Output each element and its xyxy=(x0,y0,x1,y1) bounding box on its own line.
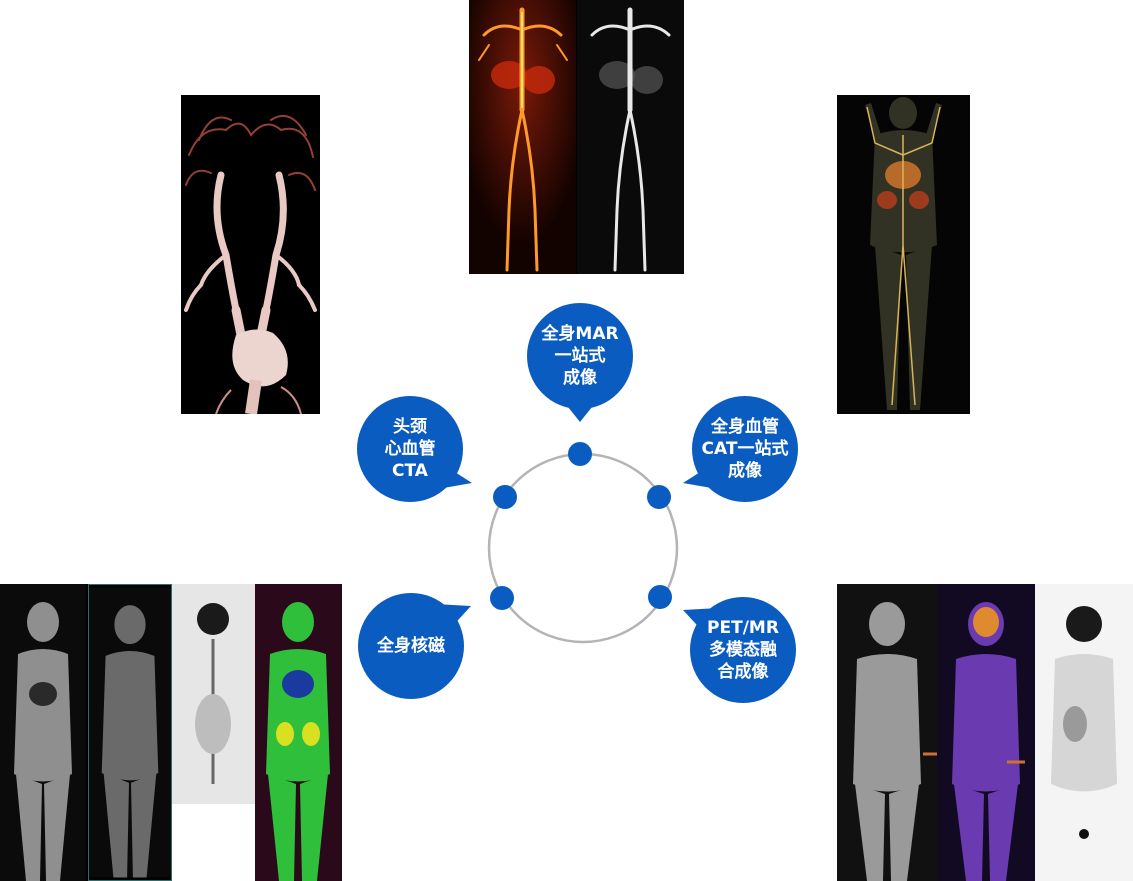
pet-mr-fusion-icon xyxy=(937,584,1035,881)
wholebody-vascular-image xyxy=(837,95,970,414)
wholebody-mri-image xyxy=(0,584,342,881)
pet-mr-fusion-image xyxy=(837,584,1133,881)
node-wholebody-mr xyxy=(490,586,514,610)
node-cat xyxy=(647,485,671,509)
angiography-mip-gray-icon xyxy=(577,0,684,274)
pet-mr-fusion-icon xyxy=(1035,584,1133,881)
node-mar xyxy=(568,442,592,466)
bubble-pet-mr: PET/MR 多模态融 合成像 xyxy=(683,596,797,704)
3d-vessel-render-icon xyxy=(181,95,320,414)
bubble-wholebody-mar: 全身MAR 一站式 成像 xyxy=(526,302,634,422)
head-neck-cta-image xyxy=(181,95,320,414)
node-petmr xyxy=(648,585,672,609)
bubble-wholebody-mr: 全身核磁 xyxy=(357,592,471,700)
bubble-head-neck-cta: 头颈 心血管 CTA xyxy=(356,395,472,503)
ring-circle xyxy=(487,452,679,644)
node-head-neck-cta xyxy=(493,485,517,509)
bubble-wholebody-vascular-cat: 全身血管 CAT一站式 成像 xyxy=(683,395,799,503)
mri-coronal-series-icon xyxy=(0,584,86,881)
wholebody-3d-render-icon xyxy=(837,95,970,414)
wholebody-angiography-image xyxy=(469,0,684,274)
pet-mr-fusion-icon xyxy=(837,584,937,881)
mri-coronal-series-icon xyxy=(255,584,342,881)
angiography-mip-icon xyxy=(469,0,576,274)
mri-coronal-series-icon xyxy=(89,587,171,878)
mri-coronal-series-icon xyxy=(172,584,255,881)
